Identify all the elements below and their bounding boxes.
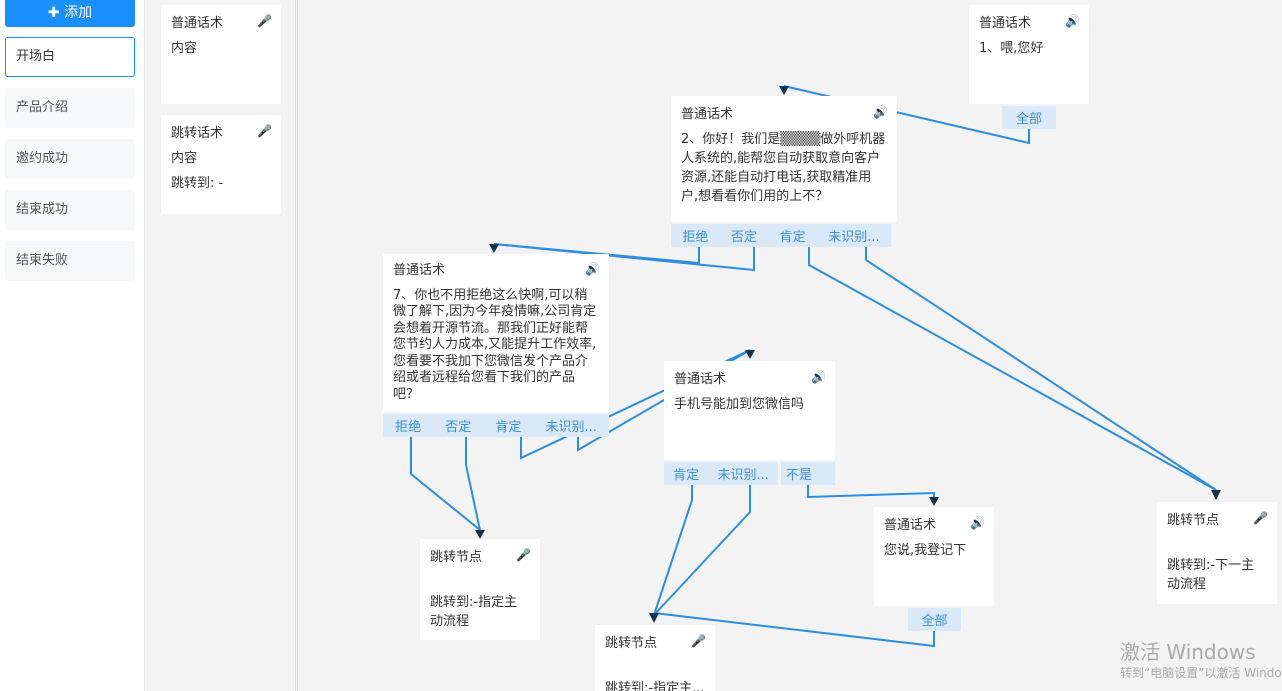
branch-deny[interactable]: 否定: [730, 230, 757, 245]
jump-node[interactable]: 跳转节点🎤 跳转到:-下一主动流程: [1157, 502, 1277, 604]
category-product[interactable]: 产品介绍: [5, 88, 135, 128]
speaker-icon: 🔊: [1065, 14, 1080, 28]
branch-unknown[interactable]: 未识别...: [545, 420, 597, 435]
flow-node-wechat[interactable]: 普通话术🔊 手机号能加到您微信吗: [664, 361, 835, 460]
connector-line: [465, 437, 481, 531]
flow-node-intro-group: 普通话术🔊 2、你好！我们是▒▒▒▒做外呼机器人系统的,能帮您自动获取意向客户资…: [671, 96, 897, 247]
mic-icon: 🎤: [257, 14, 272, 28]
branch-affirm[interactable]: 肯定: [779, 230, 806, 245]
activation-watermark: 激活 Windows: [1120, 640, 1256, 664]
palette-jump-node[interactable]: 跳转话术🎤 内容 跳转到: -: [161, 115, 281, 214]
palette-normal-node[interactable]: 普通话术🎤 内容: [161, 5, 281, 104]
flow-node-register[interactable]: 普通话术🔊 您说,我登记下: [874, 507, 994, 606]
category-sidebar: ✚ 添加 开场白 产品介绍 邀约成功 结束成功 结束失败: [0, 0, 145, 691]
connector-line: [410, 437, 481, 531]
category-opening[interactable]: 开场白: [5, 37, 135, 77]
branch-all[interactable]: 全部: [1002, 106, 1056, 129]
flow-node-persuade-group: 普通话术🔊 7、你也不用拒绝这么快啊,可以稍微了解下,因为今年疫情嘛,公司肯定会…: [383, 254, 609, 437]
add-button[interactable]: ✚ 添加: [5, 0, 135, 27]
activation-watermark-sub: 转到“电脑设置”以激活 Windows: [1120, 666, 1282, 680]
branch-row: 拒绝 否定 肯定 未识别...: [671, 224, 891, 247]
branch-row: 肯定 未识别...: [664, 462, 778, 485]
branch-unknown[interactable]: 未识别...: [828, 230, 880, 245]
flow-node-intro[interactable]: 普通话术🔊 2、你好！我们是▒▒▒▒做外呼机器人系统的,能帮您自动获取意向客户资…: [671, 96, 897, 222]
jump-node[interactable]: 跳转节点🎤 跳转到:-指定主...: [595, 625, 715, 691]
flow-node-greeting[interactable]: 普通话术🔊 1、喂,您好: [969, 5, 1089, 104]
mic-icon: 🎤: [691, 634, 706, 648]
branch-reject[interactable]: 拒绝: [682, 230, 709, 245]
speaker-icon: 🔊: [585, 262, 600, 276]
branch-no[interactable]: 不是: [781, 462, 835, 485]
speaker-icon: 🔊: [811, 370, 826, 384]
jump-node[interactable]: 跳转节点🎤 跳转到:-指定主动流程: [420, 539, 540, 640]
connector-line: [808, 247, 1217, 491]
branch-affirm[interactable]: 肯定: [673, 468, 700, 483]
speaker-icon: 🔊: [970, 516, 985, 530]
branch-row: 拒绝 否定 肯定 未识别...: [383, 414, 609, 437]
category-invite-success[interactable]: 邀约成功: [5, 139, 135, 179]
mic-icon: 🎤: [516, 548, 531, 562]
connector-line: [653, 485, 693, 616]
branch-reject[interactable]: 拒绝: [395, 420, 422, 435]
speaker-icon: 🔊: [873, 105, 888, 119]
connector-line: [807, 485, 935, 499]
mic-icon: 🎤: [1253, 511, 1268, 525]
category-end-success[interactable]: 结束成功: [5, 190, 135, 230]
branch-unknown[interactable]: 未识别...: [717, 468, 769, 483]
branch-affirm[interactable]: 肯定: [495, 420, 522, 435]
connector-line: [865, 247, 1217, 491]
category-end-fail[interactable]: 结束失败: [5, 241, 135, 281]
plus-icon: ✚: [47, 5, 65, 21]
mic-icon: 🎤: [257, 124, 272, 138]
flow-node-persuade[interactable]: 普通话术🔊 7、你也不用拒绝这么快啊,可以稍微了解下,因为今年疫情嘛,公司肯定会…: [383, 254, 609, 412]
connector-line: [653, 485, 751, 616]
branch-all[interactable]: 全部: [908, 608, 961, 631]
branch-deny[interactable]: 否定: [445, 420, 472, 435]
